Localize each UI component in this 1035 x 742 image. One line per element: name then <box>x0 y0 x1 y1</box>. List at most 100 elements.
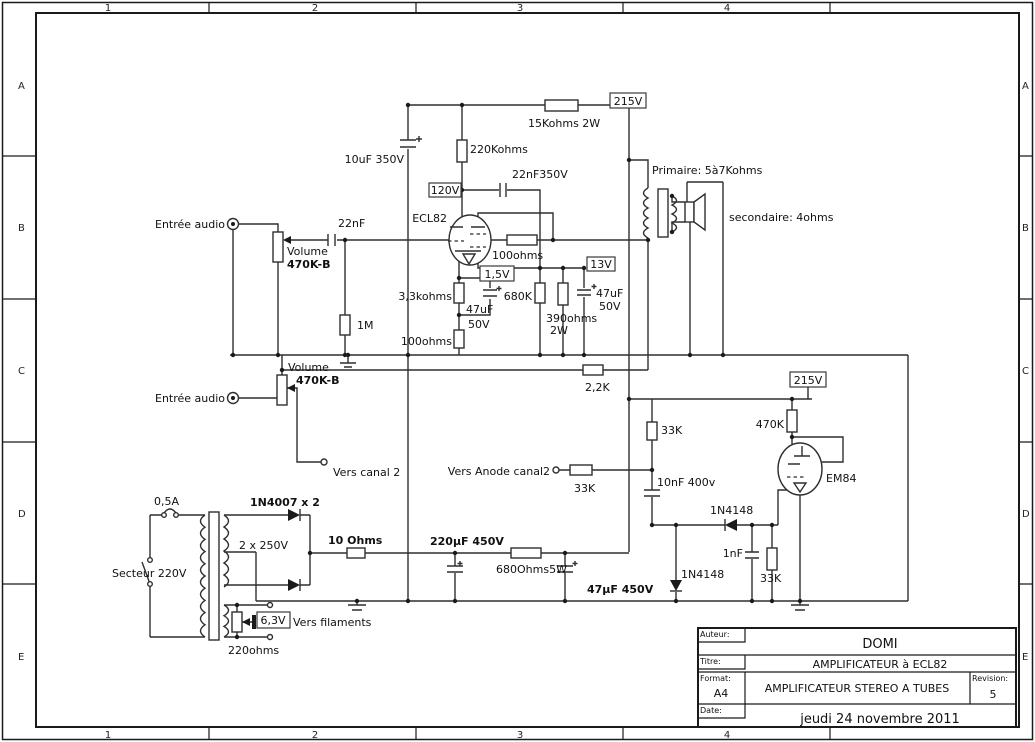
resistor-2k2 <box>582 364 604 376</box>
resistor-680ohms <box>510 547 542 559</box>
label-c47uf-2: 47uF <box>596 287 623 300</box>
grid-row-label: C <box>1022 366 1029 377</box>
voltage-label: 6,3V <box>260 614 285 627</box>
voltage-label: 1,5V <box>484 268 509 281</box>
label-c220uf: 220µF 450V <box>430 535 504 548</box>
label-c22nf: 22nF <box>338 217 365 230</box>
hum-pot-220ohms <box>231 611 256 633</box>
label-r100-cathode: 100ohms <box>401 335 452 348</box>
label-c47uf-1: 47uF <box>466 303 493 316</box>
label-vers-canal2: Vers canal 2 <box>333 466 400 479</box>
label-r220k: 220Kohms <box>470 143 528 156</box>
label-fuse: 0,5A <box>154 495 179 508</box>
label-r15k: 15Kohms 2W <box>528 117 600 130</box>
diode-1n4007-top <box>288 509 301 521</box>
volume-pot-2 <box>276 374 295 406</box>
voltage-box-6-3: 6,3V <box>256 611 291 629</box>
titleblock-titre-value: AMPLIFICATEUR à ECL82 <box>813 658 948 671</box>
speaker <box>684 192 706 232</box>
label-r470k: 470K <box>756 418 785 431</box>
tube-ecl82 <box>448 214 492 266</box>
label-c22nf350: 22nF350V <box>512 168 568 181</box>
mains-switch <box>146 557 153 588</box>
label-r3k3: 3,3kohms <box>398 290 452 303</box>
label-sec250: 2 x 250V <box>239 539 288 552</box>
cap-10uf <box>400 136 422 148</box>
label-2w: 2W <box>550 324 568 337</box>
label-vers-anode: Vers Anode canal2 <box>448 465 550 478</box>
cap-47uf-triode <box>483 286 502 297</box>
titleblock-format-value: A4 <box>714 687 729 700</box>
input-jack-2 <box>226 391 240 405</box>
grid-col-label: 3 <box>517 730 523 741</box>
grid-row-label: A <box>18 81 25 92</box>
label-volume-1: Volume <box>287 245 328 258</box>
grid-row-label: B <box>18 223 25 234</box>
resistor-680k <box>534 282 546 304</box>
cap-22nf350 <box>499 183 507 197</box>
cap-1nf <box>745 551 759 559</box>
grid-col-label: 2 <box>312 730 318 741</box>
titleblock-revision-value: 5 <box>990 688 997 701</box>
label-r220: 220ohms <box>228 644 279 657</box>
label-ecl82: ECL82 <box>412 212 447 225</box>
cap-10nf <box>644 489 660 497</box>
grid-row-label: B <box>1022 223 1029 234</box>
label-470kb-2: 470K-B <box>296 374 339 387</box>
resistor-100ohms-anode <box>506 234 538 246</box>
fuse-0-5a <box>160 508 179 519</box>
voltage-box-13: 13V <box>586 256 616 272</box>
grid-row-label: E <box>1022 652 1028 663</box>
resistor-33k-anode2 <box>569 464 593 476</box>
input-jack-1 <box>226 217 240 231</box>
titleblock-format-label: Format: <box>700 674 731 683</box>
grid-row-label: D <box>18 509 26 520</box>
label-r390: 390ohms <box>546 312 597 325</box>
terminal-vers-canal2 <box>320 458 328 466</box>
grid-row-label: A <box>1022 81 1029 92</box>
titleblock-date-value: jeudi 24 novembre 2011 <box>799 712 960 727</box>
power-transformer <box>199 511 230 641</box>
label-c1nf: 1nF <box>723 547 743 560</box>
label-c10nf: 10nF 400v <box>657 476 716 489</box>
output-transformer <box>642 187 678 239</box>
labels: Entrée audio Entrée audio 22nF Volume 47… <box>112 117 856 657</box>
label-c10uf: 10uF 350V <box>345 153 405 166</box>
label-50v-2: 50V <box>599 300 621 313</box>
tube-em84 <box>777 442 823 496</box>
grid-row-label: D <box>1022 509 1030 520</box>
label-r33k-det: 33K <box>760 572 782 585</box>
label-r10: 10 Ohms <box>328 534 383 547</box>
resistor-33k-em84 <box>646 421 658 441</box>
label-c47uf450: 47µF 450V <box>587 583 654 596</box>
voltage-label: 215V <box>794 374 823 387</box>
grid-col-label: 3 <box>517 3 523 14</box>
label-470kb-1: 470K-B <box>287 258 330 271</box>
cap-22nf-input <box>327 234 336 246</box>
cap-220uf <box>447 561 463 573</box>
voltage-box-215-em84: 215V <box>789 371 827 388</box>
label-primaire: Primaire: 5à7Kohms <box>652 164 763 177</box>
grid-col-label: 4 <box>724 730 730 741</box>
label-d4148-series: 1N4148 <box>710 504 753 517</box>
cap-47uf-pentode <box>577 284 597 296</box>
voltage-box-215-top: 215V <box>609 92 647 109</box>
voltage-box-120: 120V <box>428 182 462 198</box>
diode-1n4007-bottom <box>288 579 301 591</box>
terminal-filament-bottom <box>266 633 274 641</box>
junction-dots <box>230 102 803 640</box>
label-r33k-em84: 33K <box>661 424 683 437</box>
label-entree-audio-2: Entrée audio <box>155 392 225 405</box>
grid-row-label: C <box>18 366 25 377</box>
voltage-label: 215V <box>614 95 643 108</box>
resistor-15kohms <box>544 99 579 112</box>
label-r1m: 1M <box>357 319 374 332</box>
diode-1n4148-series <box>724 519 737 531</box>
diode-1n4148-shunt <box>670 580 682 592</box>
label-r100-anode: 100ohms <box>492 249 543 262</box>
titleblock-auteur-value: DOMI <box>862 637 897 652</box>
resistor-390ohms <box>557 282 569 306</box>
titleblock-titre-label: Titre: <box>699 657 721 666</box>
